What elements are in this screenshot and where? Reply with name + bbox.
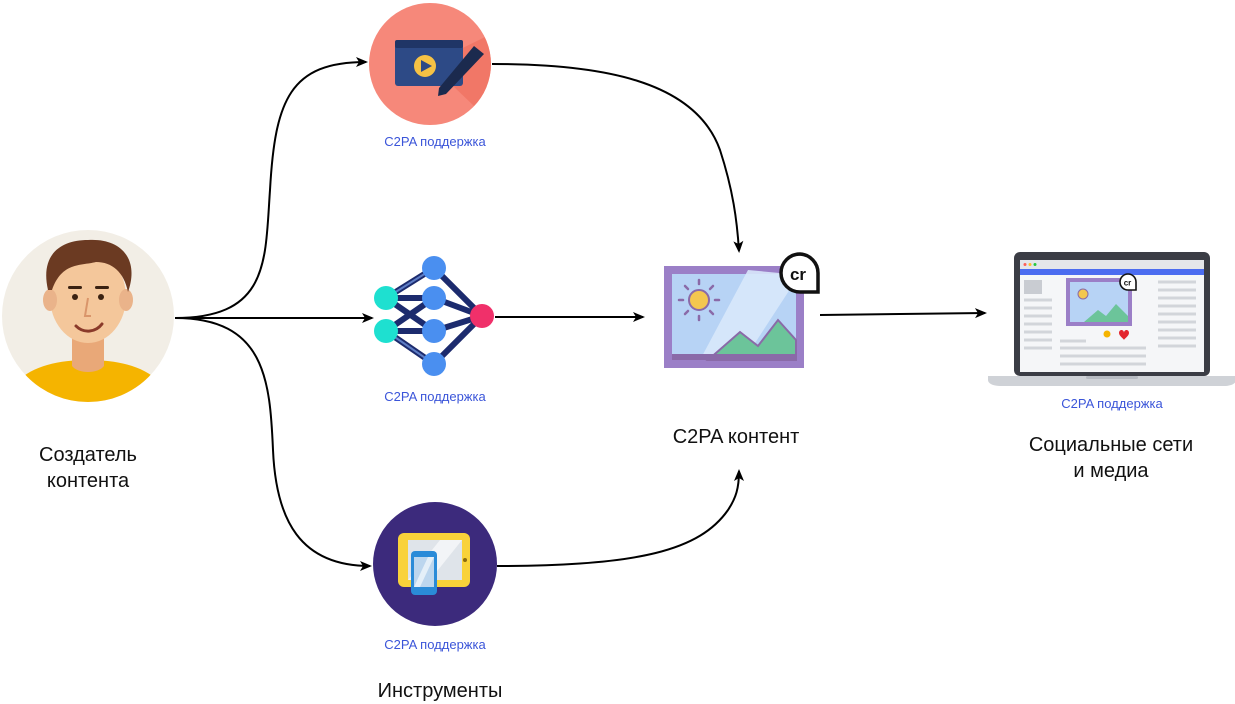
social-laptop-icon: cr xyxy=(988,252,1235,386)
content-image-icon: cr xyxy=(660,252,820,373)
ai-model-support-label: C2PA поддержка xyxy=(384,389,486,404)
arrow-devices-to-content xyxy=(496,469,744,567)
devices-support-label: C2PA поддержка xyxy=(384,637,486,652)
creator-label-line2: контента xyxy=(46,470,130,492)
video-tool-support-label: C2PA поддержка xyxy=(384,134,486,149)
arrows xyxy=(174,57,987,571)
arrow-video-to-content xyxy=(491,63,744,253)
social-label-line2: и медиа xyxy=(1073,460,1149,482)
social-label: Социальные сети и медиа xyxy=(1002,432,1220,484)
social-label-line1: Социальные сети xyxy=(1028,434,1194,456)
creator-label-line1: Создатель xyxy=(39,444,137,466)
devices-icon xyxy=(373,502,497,626)
neural-network-icon xyxy=(374,256,494,376)
video-editor-icon xyxy=(369,3,491,125)
social-badge: cr xyxy=(1124,279,1132,288)
content-badge: cr xyxy=(790,265,806,284)
creator-label: Создатель контента xyxy=(18,442,158,494)
social-support-label: C2PA поддержка xyxy=(1061,396,1163,411)
arrow-creator-to-video xyxy=(174,57,368,319)
devices-label: Инструменты xyxy=(377,680,503,702)
arrow-content-to-social xyxy=(819,308,987,319)
creator-avatar xyxy=(2,230,174,402)
content-label: C2PA контент xyxy=(672,426,800,448)
arrow-creator-to-devices xyxy=(174,317,372,571)
